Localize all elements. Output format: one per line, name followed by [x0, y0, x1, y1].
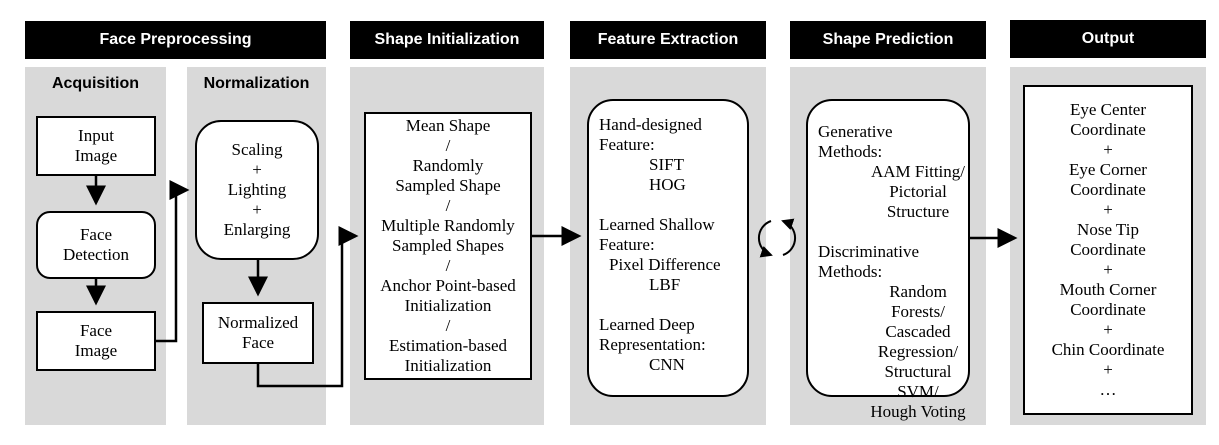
- init-line-12: Estimation-based: [388, 336, 508, 355]
- out-line-9: +: [1103, 260, 1113, 279]
- prediction-content: Generative Methods: AAM Fitting/ Pictori…: [818, 122, 968, 422]
- input-image-box: Input Image: [36, 116, 156, 176]
- face-image-box: Face Image: [36, 311, 156, 371]
- header-shape-initialization: Shape Initialization: [350, 21, 544, 59]
- deep-title-2: Representation:: [599, 335, 706, 354]
- out-line-12: +: [1103, 320, 1113, 339]
- gen-title-2: Methods:: [818, 142, 883, 161]
- hand-title-1: Hand-designed: [599, 115, 702, 134]
- header-shape-prediction: Shape Prediction: [790, 21, 986, 59]
- normalized-face-line-2: Face: [241, 333, 275, 352]
- header-feature-extraction: Feature Extraction: [570, 21, 766, 59]
- out-line-11: Coordinate: [1070, 300, 1146, 319]
- header-face-preprocessing: Face Preprocessing: [25, 21, 326, 59]
- shallow-title-1: Learned Shallow: [599, 215, 715, 234]
- init-line-13: Initialization: [404, 356, 492, 375]
- face-detection-line-2: Detection: [62, 245, 130, 264]
- face-detection-line-1: Face: [79, 225, 113, 244]
- out-line-10: Mouth Corner: [1059, 280, 1157, 299]
- normalized-face-box: Normalized Face: [202, 302, 314, 364]
- out-line-3: +: [1103, 140, 1113, 159]
- init-line-8: /: [445, 256, 451, 275]
- normalize-op-5: Enlarging: [223, 220, 291, 239]
- face-image-line-2: Image: [74, 341, 118, 360]
- out-line-4: Eye Corner: [1069, 160, 1147, 179]
- acquisition-label: Acquisition: [51, 75, 140, 92]
- init-line-7: Sampled Shapes: [392, 236, 504, 255]
- out-line-6: +: [1103, 200, 1113, 219]
- input-image-line-1: Input: [78, 126, 114, 145]
- normalize-op-2: +: [252, 160, 262, 179]
- out-line-8: Coordinate: [1070, 240, 1146, 259]
- out-line-15: …: [1099, 380, 1117, 399]
- deep-item-cnn: CNN: [649, 355, 685, 374]
- init-line-11: /: [445, 316, 451, 335]
- out-line-13: Chin Coordinate: [1051, 340, 1165, 359]
- init-line-9: Anchor Point-based: [380, 276, 516, 295]
- extraction-content: Hand-designed Feature: SIFT HOG Learned …: [599, 115, 749, 375]
- normalize-op-3: Lighting: [227, 180, 287, 199]
- init-line-1: Mean Shape: [405, 116, 491, 135]
- disc-item-1: Random Forests/: [889, 282, 947, 321]
- init-line-2: /: [445, 136, 451, 155]
- cycle-arrows-icon: [757, 218, 797, 258]
- initialization-box: Mean Shape / Randomly Sampled Shape / Mu…: [364, 112, 532, 380]
- init-line-6: Multiple Randomly: [381, 216, 515, 235]
- header-output: Output: [1010, 20, 1206, 58]
- disc-item-5: Hough Voting: [870, 402, 966, 421]
- normalize-op-4: +: [252, 200, 262, 219]
- gen-item-1: AAM Fitting/: [871, 162, 965, 181]
- arrow-normalized-to-init: [256, 226, 359, 388]
- shallow-item-pixel: Pixel Difference: [609, 255, 721, 274]
- output-box: Eye Center Coordinate + Eye Corner Coord…: [1023, 85, 1193, 415]
- out-line-14: +: [1103, 360, 1113, 379]
- input-image-line-2: Image: [74, 146, 118, 165]
- disc-item-2: Cascaded: [885, 322, 951, 341]
- init-line-5: /: [445, 196, 451, 215]
- out-line-7: Nose Tip: [1077, 220, 1139, 239]
- disc-item-4: Structural SVM/: [884, 362, 952, 401]
- out-line-1: Eye Center: [1070, 100, 1146, 119]
- shallow-title-2: Feature:: [599, 235, 655, 254]
- face-image-line-1: Face: [79, 321, 113, 340]
- out-line-2: Coordinate: [1070, 120, 1146, 139]
- normalize-op-1: Scaling: [231, 140, 283, 159]
- arrow-faceimage-to-normalize: [156, 180, 190, 343]
- disc-title-1: Discriminative: [818, 242, 920, 261]
- hand-item-sift: SIFT: [649, 155, 684, 174]
- shallow-item-lbf: LBF: [649, 275, 681, 294]
- deep-title-1: Learned Deep: [599, 315, 695, 334]
- init-line-10: Initialization: [404, 296, 492, 315]
- prediction-box: [806, 99, 970, 397]
- normalize-ops-box: Scaling + Lighting + Enlarging: [195, 120, 319, 260]
- gen-title-1: Generative: [818, 122, 893, 141]
- out-line-5: Coordinate: [1070, 180, 1146, 199]
- hand-title-2: Feature:: [599, 135, 655, 154]
- disc-item-3: Regression/: [877, 342, 959, 361]
- init-line-3: Randomly: [412, 156, 484, 175]
- normalized-face-line-1: Normalized: [217, 313, 299, 332]
- gen-item-2: Pictorial Structure: [886, 182, 950, 221]
- extraction-box: [587, 99, 749, 397]
- disc-title-2: Methods:: [818, 262, 883, 281]
- init-line-4: Sampled Shape: [395, 176, 501, 195]
- hand-item-hog: HOG: [649, 175, 686, 194]
- normalization-label: Normalization: [203, 75, 310, 92]
- face-detection-box: Face Detection: [36, 211, 156, 279]
